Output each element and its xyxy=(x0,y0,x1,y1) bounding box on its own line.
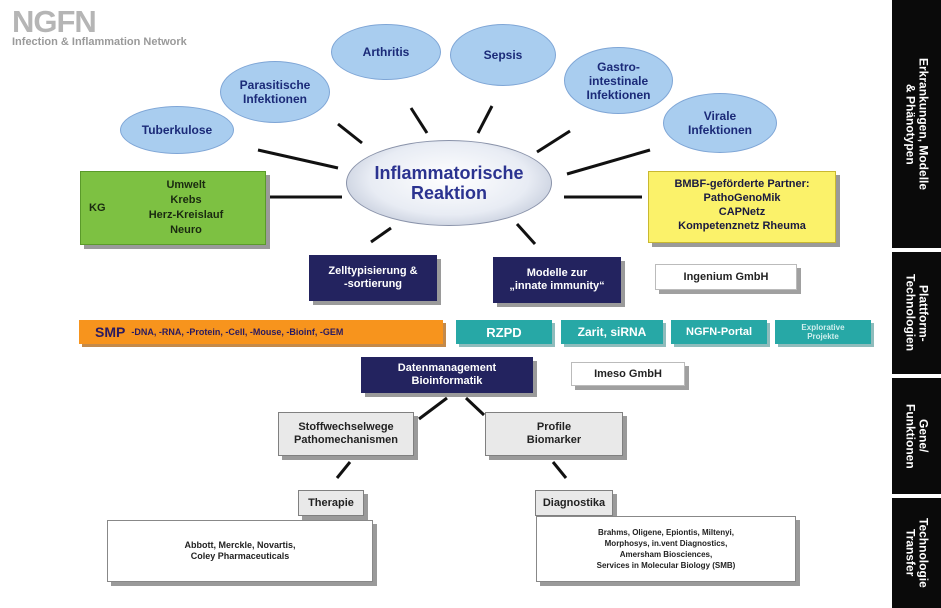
rzpd-box: RZPD xyxy=(456,320,552,344)
bmbf-partner-box: BMBF-geförderte Partner: PathoGenoMik CA… xyxy=(648,171,836,243)
kg-label: KG xyxy=(89,202,106,214)
smp-items: -DNA, -RNA, -Protein, -Cell, -Mouse, -Bi… xyxy=(131,327,344,337)
ngfn-portal-box: NGFN-Portal xyxy=(671,320,767,344)
ingenium-gmbh: Ingenium GmbH xyxy=(655,264,797,290)
connector-line xyxy=(515,222,537,246)
side-tab-label: Erkrankungen, Modelle & Phänotypen xyxy=(903,57,931,191)
connector-line xyxy=(566,148,651,176)
connector-line xyxy=(536,129,571,154)
bmbf-title: BMBF-geförderte Partner: xyxy=(674,178,810,190)
connector-line xyxy=(409,107,429,134)
connector-line xyxy=(464,396,486,417)
therapie-partners-box: Abbott, Merckle, Novartis, Coley Pharmac… xyxy=(107,520,373,582)
connector-line xyxy=(370,226,392,244)
connector-line xyxy=(418,396,448,421)
diagnostika-partners-box: Brahms, Oligene, Epiontis, Miltenyi, Mor… xyxy=(536,516,796,582)
side-tab-technologie-transfer: Technologie Transfer xyxy=(892,498,941,608)
side-tab-label: Technologie Transfer xyxy=(903,518,931,588)
kg-box: KG Umwelt Krebs Herz-Kreislauf Neuro xyxy=(80,171,266,245)
datenmanagement-box: Datenmanagement Bioinformatik xyxy=(361,357,533,393)
modelle-innate-immunity-box: Modelle zur „innate immunity“ xyxy=(493,257,621,303)
ellipse-tuberkulose: Tuberkulose xyxy=(120,106,234,154)
kg-items: Umwelt Krebs Herz-Kreislauf Neuro xyxy=(148,179,224,236)
ngfn-logo: NGFN Infection & Inflammation Network xyxy=(12,6,302,56)
ellipse-arthritis: Arthritis xyxy=(331,24,441,80)
ellipse-parasitische-infektionen: Parasitische Infektionen xyxy=(220,61,330,123)
connector-line xyxy=(257,148,339,170)
explorative-projekte-box: Explorative Projekte xyxy=(775,320,871,344)
side-tab-label: Plattform- Technologien xyxy=(903,274,931,352)
stoffwechselwege-box: Stoffwechselwege Pathomechanismen xyxy=(278,412,414,456)
side-tab-erkrankungen: Erkrankungen, Modelle & Phänotypen xyxy=(892,0,941,248)
connector-line xyxy=(337,122,363,145)
side-tab-gene-funktionen: Gene/ Funktionen xyxy=(892,378,941,494)
zarit-sirna-box: Zarit, siRNA xyxy=(561,320,663,344)
connector-line xyxy=(335,461,352,479)
ellipse-sepsis: Sepsis xyxy=(450,24,556,86)
logo-subtitle: Infection & Inflammation Network xyxy=(12,36,187,48)
side-tab-plattform-technologien: Plattform- Technologien xyxy=(892,252,941,374)
connector-line xyxy=(551,461,568,479)
smp-label: SMP xyxy=(95,324,126,340)
zelltypisierung-box: Zelltypisierung & -sortierung xyxy=(309,255,437,301)
ellipse-gastrointestinale-infektionen: Gastro- intestinale Infektionen xyxy=(564,47,673,114)
therapie-box: Therapie xyxy=(298,490,364,516)
ellipse-virale-infektionen: Virale Infektionen xyxy=(663,93,777,153)
profile-biomarker-box: Profile Biomarker xyxy=(485,412,623,456)
imeso-gmbh: Imeso GmbH xyxy=(571,362,685,386)
side-tab-label: Gene/ Funktionen xyxy=(903,403,931,469)
diagnostika-box: Diagnostika xyxy=(535,490,613,516)
smp-bar: SMP -DNA, -RNA, -Protein, -Cell, -Mouse,… xyxy=(79,320,443,344)
connector-line xyxy=(476,105,494,134)
bmbf-items: PathoGenoMik CAPNetz Kompetenznetz Rheum… xyxy=(678,192,806,232)
logo-wordmark: NGFN xyxy=(12,4,97,39)
center-inflammatorische-reaktion: Inflammatorische Reaktion xyxy=(346,140,552,226)
